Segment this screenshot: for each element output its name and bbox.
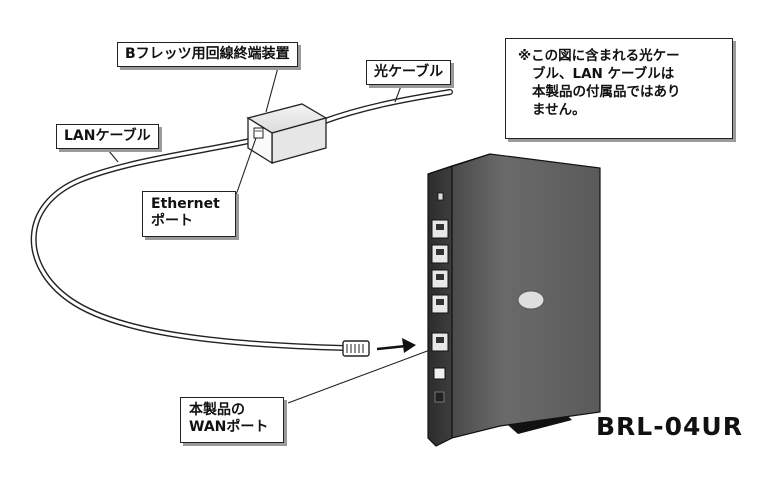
note-line: ません。 [532,102,586,118]
note-line: ※この図に含まれる光ケー [518,48,680,64]
leader-line [265,59,281,113]
label-wan-line2: WANポート [189,419,269,435]
note-line: 本製品の付属品ではあり [532,84,681,100]
onu-device [246,103,328,165]
label-onu: Bフレッツ用回線終端装置 [117,42,298,67]
arrow-icon [376,338,416,353]
lan-cable [30,137,348,351]
label-ethernet-line1: Ethernet [151,196,220,212]
model-name: BRL-04UR [596,412,743,441]
label-wan-line1: 本製品の [189,402,245,418]
leader-line [235,137,257,196]
leader-line [287,349,431,404]
note-line: ブル、LAN ケーブルは [532,66,675,82]
label-ethernet-line2: ポート [151,213,193,229]
router-device [427,153,601,447]
rj45-plug [342,340,370,357]
fiber-cable [319,89,453,125]
label-lan-cable: LANケーブル [56,124,159,149]
label-ethernet-port: Ethernet ポート [142,191,236,237]
label-wan-port: 本製品の WANポート [180,397,284,443]
label-fiber-cable: 光ケーブル [366,60,452,85]
note-box: ※この図に含まれる光ケー ブル、LAN ケーブルは 本製品の付属品ではあり ませ… [505,38,733,139]
